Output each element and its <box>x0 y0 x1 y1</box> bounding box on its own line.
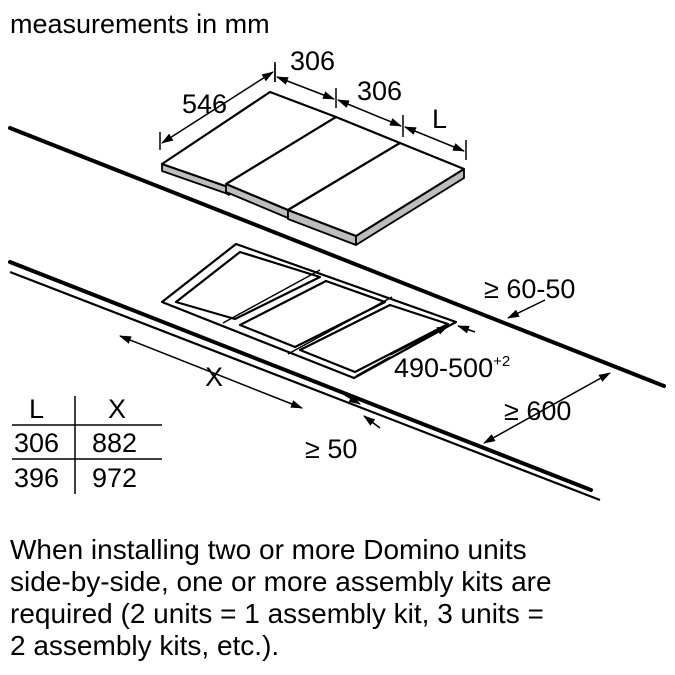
dimension-width-2-label: 306 <box>357 76 402 106</box>
table-header-x: X <box>108 394 126 424</box>
dimension-490-500: 490-500+2 <box>355 325 510 383</box>
table-cell: 396 <box>14 463 59 493</box>
dimension-cutout-depth-label: 490-500+2 <box>394 353 510 383</box>
table-cell: 306 <box>14 428 59 458</box>
countertop-front-edge-bottom <box>9 270 601 502</box>
hob-units <box>160 90 466 246</box>
dimension-306-second: 306 <box>337 76 404 137</box>
dimension-width-l-label: L <box>432 104 447 134</box>
table-cell: 972 <box>92 463 137 493</box>
note-line: 2 assembly kits, etc.). <box>10 630 280 661</box>
table-cell: 882 <box>92 428 137 458</box>
note-line: required (2 units = 1 assembly kit, 3 un… <box>10 598 544 629</box>
countertop-cutout <box>160 242 458 380</box>
dimension-cutout-width-label: X <box>205 362 223 392</box>
dimension-wall-gap-label: ≥ 60-50 <box>484 274 575 304</box>
note-line: side-by-side, one or more assembly kits … <box>10 566 552 597</box>
hob-unit-right <box>286 141 466 246</box>
dimension-l: L <box>404 104 467 160</box>
dimension-depth-label: 546 <box>182 89 227 119</box>
dimension-front-gap: ≥ 50 <box>305 394 381 464</box>
countertop-back-edge <box>8 126 666 388</box>
installation-note: When installing two or more Domino units… <box>10 534 670 662</box>
dimension-width-1-label: 306 <box>290 46 335 76</box>
diagram-title: measurements in mm <box>10 9 270 39</box>
dimension-x: X <box>119 335 303 409</box>
dimension-wall-gap: ≥ 60-50 <box>457 274 575 334</box>
dimension-table: L X 306 882 396 972 <box>12 394 162 494</box>
dimension-306-first: 306 <box>274 46 337 108</box>
note-line: When installing two or more Domino units <box>10 534 527 565</box>
dimension-front-gap-label: ≥ 50 <box>305 434 357 464</box>
dimension-cutout-depth-tolerance: +2 <box>493 353 510 370</box>
dimension-cabinet-depth-label: ≥ 600 <box>504 396 571 426</box>
dimension-cabinet-depth: ≥ 600 <box>483 372 611 444</box>
table-header-l: L <box>29 394 44 424</box>
